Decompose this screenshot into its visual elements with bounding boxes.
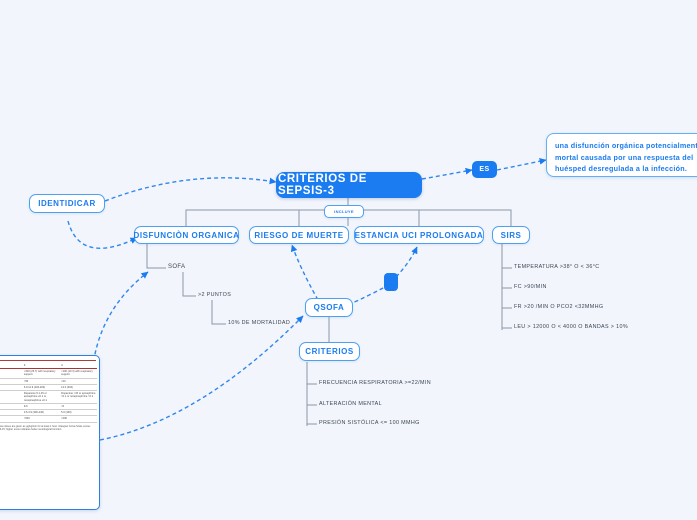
table-header-cell: 3 (22, 363, 60, 370)
table-cell: Dopamine >15 or epinephrine >0.1 or nore… (59, 390, 97, 404)
node-criterios[interactable]: CRITERIOS (299, 342, 360, 361)
table-cell (0, 403, 23, 411)
branch-sirs[interactable]: SIRS (492, 226, 530, 244)
table-cell (0, 409, 23, 417)
branch-label: ESTANCIA UCI PROLONGADA (354, 230, 484, 240)
table-cell: <6 (59, 403, 97, 411)
leaf-qsofa-criterio[interactable]: FRECUENCIA RESPIRATORIA >=22/MIN (319, 380, 431, 386)
leaf-sofa[interactable]: SOFA (168, 264, 185, 270)
table-cell: <100 (13.3) with respiratory support (59, 368, 97, 379)
branch-disfuncion-organica[interactable]: DISFUNCIÒN ORGANICA (134, 226, 239, 244)
table-footnote: Catecholamine doses are given as µg/kg/m… (0, 424, 91, 431)
table-cell: <200 (26.7) with respiratory support (22, 368, 60, 379)
leaf-sirs-criterio-label: LEU > 12000 O < 4000 O BANDAS > 10% (514, 324, 628, 330)
node-qsofa-label: QSOFA (313, 303, 345, 312)
table-cell: 6.0-11.9 (102-204) (22, 384, 60, 392)
table-row: 3.5-4.9 (300-440)5.0 (440) (0, 409, 97, 417)
leaf-sirs-criterio[interactable]: FR >20 /MIN O PCO2 <32MMHG (514, 304, 603, 310)
definition-text: una disfunción orgánica potencialmente m… (555, 141, 697, 174)
leaf-sirs-criterio-label: TEMPERATURA >38° O < 36°C (514, 264, 600, 270)
leaf-qsofa-criterio[interactable]: ALTERACIÓN MENTAL (319, 401, 382, 407)
table-row: 9-6<6 (0, 403, 97, 411)
node-qsofa[interactable]: QSOFA (305, 298, 353, 317)
root-node-criterios-sepsis-3[interactable]: CRITERIOS DE SEPSIS-3 (276, 172, 422, 198)
table-cell (0, 415, 23, 423)
branch-estancia-uci-prolongada[interactable]: ESTANCIA UCI PROLONGADA (354, 226, 484, 244)
leaf-qsofa-criterio-label: ALTERACIÓN MENTAL (319, 401, 382, 407)
leaf-sofa-mortalidad[interactable]: 10% DE MORTALIDAD (228, 320, 290, 326)
leaf-sofa-label: SOFA (168, 264, 186, 270)
definition-callout[interactable]: una disfunción orgánica potencialmente m… (546, 133, 697, 177)
branch-label: RIESGO DE MUERTE (254, 230, 344, 240)
leaf-sirs-criterio[interactable]: LEU > 12000 O < 4000 O BANDAS > 10% (514, 324, 628, 330)
leaf-sirs-criterio-label: FC >90/MIN (514, 284, 547, 290)
table-cell: Dopamine 5.1-15 or epinephrine ≤0.1 or n… (22, 390, 60, 404)
node-es-connector[interactable]: ES (472, 161, 497, 178)
node-es-label: ES (479, 166, 490, 173)
table-header-cell: 4 (59, 363, 97, 370)
table-cell: <200 (59, 415, 97, 423)
table-header-cell (0, 363, 23, 370)
table-row: <50<20 (0, 378, 97, 385)
branch-label: DISFUNCIÒN ORGANICA (133, 230, 240, 240)
table-cell (0, 378, 23, 385)
leaf-sofa-puntos[interactable]: >2 PUNTOS (198, 292, 231, 298)
table-top-rule (0, 360, 96, 361)
table-row: <500<200 (0, 415, 97, 423)
table-cell: <500 (22, 415, 60, 423)
node-empty-blob[interactable] (384, 273, 398, 291)
branch-label: SIRS (500, 230, 522, 240)
leaf-sofa-puntos-label: >2 PUNTOS (198, 292, 232, 298)
node-criterios-label: CRITERIOS (305, 347, 354, 356)
leaf-qsofa-criterio-label: PRESIÓN SISTÓLICA <= 100 MMHG (319, 420, 420, 426)
leaf-sirs-criterio-label: FR >20 /MIN O PCO2 <32MMHG (514, 304, 604, 310)
node-identidicar[interactable]: IDENTIDICAR (29, 194, 105, 213)
leaf-sirs-criterio[interactable]: TEMPERATURA >38° O < 36°C (514, 264, 599, 270)
table-row: <200 (26.7) with respiratory support<100… (0, 368, 97, 379)
table-cell: 9-6 (22, 403, 60, 411)
table-cell: <20 (59, 378, 97, 385)
table-cell: <50 (22, 378, 60, 385)
node-incluye[interactable]: INCLUYE (324, 205, 364, 218)
table-row: Dopamine 5.1-15 or epinephrine ≤0.1 or n… (0, 390, 97, 404)
root-node-label: CRITERIOS DE SEPSIS-3 (278, 173, 367, 197)
table-cell: 3.5-4.9 (300-440) (22, 409, 60, 417)
table-row: 6.0-11.9 (102-204)12.0 (204) (0, 384, 97, 392)
leaf-qsofa-criterio-label: FRECUENCIA RESPIRATORIA >=22/MIN (319, 380, 431, 386)
branch-riesgo-de-muerte[interactable]: RIESGO DE MUERTE (249, 226, 349, 244)
leaf-qsofa-criterio[interactable]: PRESIÓN SISTÓLICA <= 100 MMHG (319, 420, 420, 426)
node-incluye-label: INCLUYE (334, 209, 354, 214)
table-cell: 12.0 (204) (59, 384, 97, 392)
table-cell (0, 390, 23, 404)
table-cell (0, 368, 23, 379)
node-identidicar-label: IDENTIDICAR (38, 199, 96, 208)
leaf-sirs-criterio[interactable]: FC >90/MIN (514, 284, 547, 290)
leaf-sofa-mortalidad-label: 10% DE MORTALIDAD (228, 320, 291, 326)
table-cell (0, 384, 23, 392)
table-cell: 5.0 (440) (59, 409, 97, 417)
